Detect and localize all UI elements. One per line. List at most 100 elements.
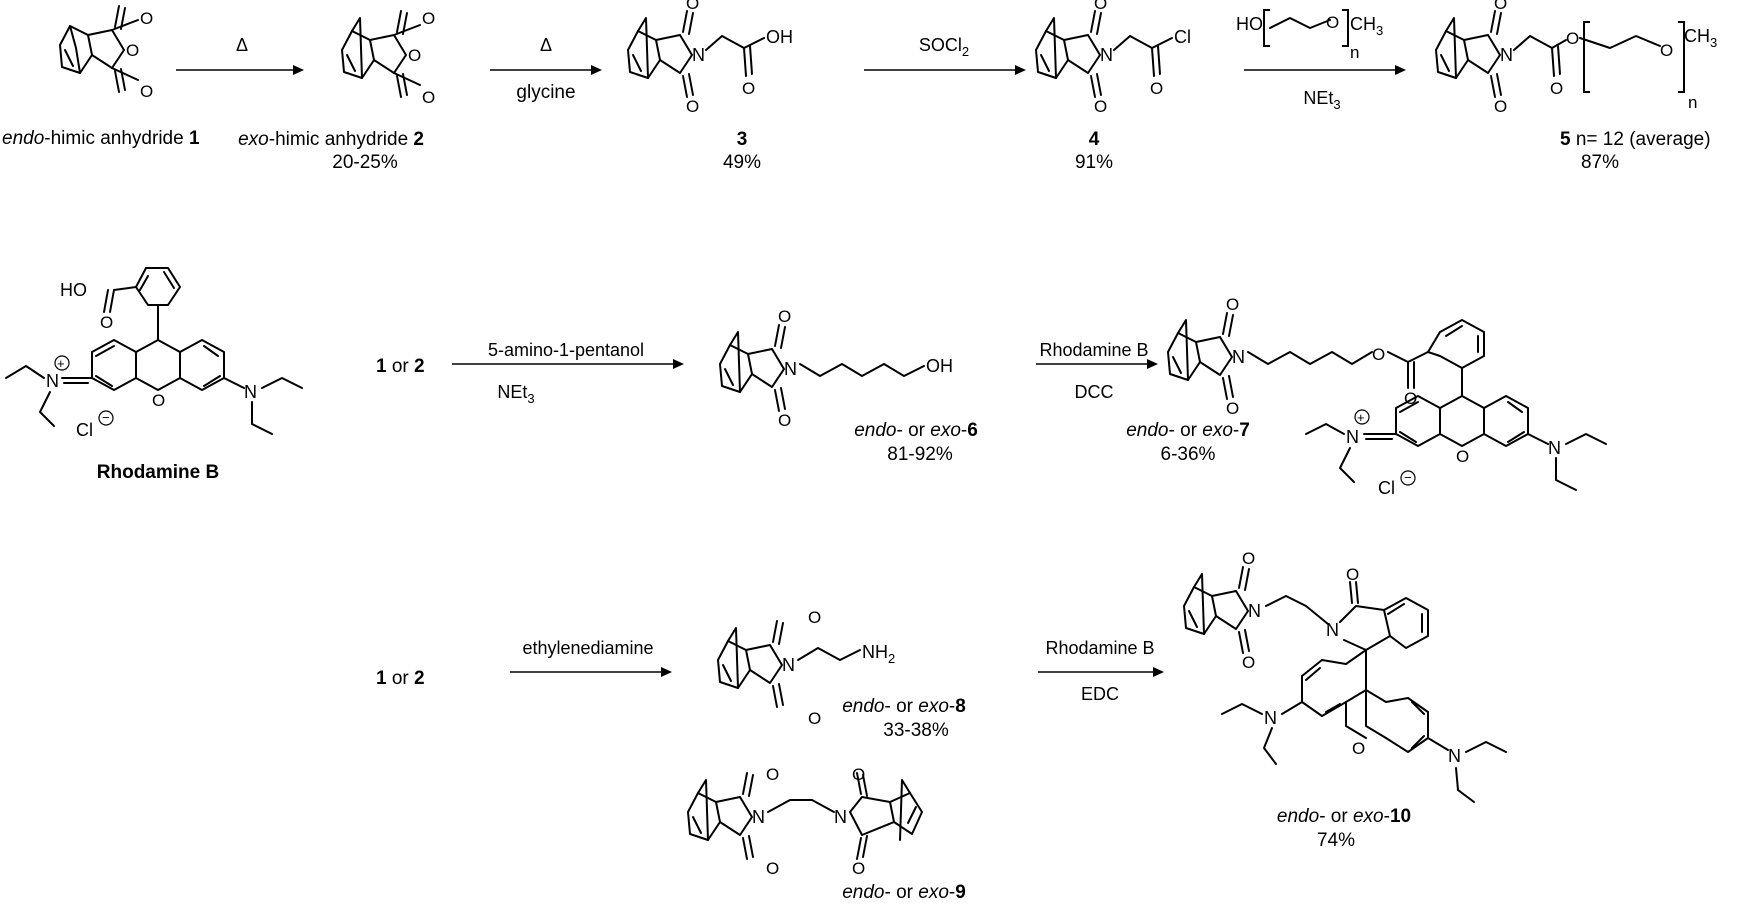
compound-10-diethylamino-nitrogen: N bbox=[1448, 746, 1461, 766]
compound-5-label: 5 n= 12 (average) bbox=[1560, 129, 1711, 150]
compound-3-oxygen-label: O bbox=[686, 0, 699, 13]
peg-reagent: HO O CH3 n bbox=[1236, 9, 1383, 62]
compound-10-label: endo- or exo-10 bbox=[1277, 806, 1411, 827]
arrow-7-condition: ethylenediamine bbox=[522, 638, 653, 658]
arrow-2-condition-below: glycine bbox=[516, 82, 575, 103]
arrow-4-condition-below: NEt3 bbox=[1303, 88, 1340, 112]
arrow-1-condition: Δ bbox=[236, 35, 248, 55]
compound-2-oxygen-label: O bbox=[422, 9, 435, 28]
compound-6-structure: N O O OH bbox=[719, 307, 953, 430]
compound-5-ether-oxygen: O bbox=[1660, 41, 1673, 60]
compound-6-nitrogen-label: N bbox=[784, 359, 797, 379]
compound-7-nitrogen: N bbox=[1548, 438, 1561, 458]
row2-starting-materials: 1 or 2 bbox=[376, 356, 425, 377]
compound-3-label: 3 bbox=[737, 129, 748, 150]
compound-2-structure: O O O bbox=[341, 9, 435, 107]
arrow-3-condition: SOCl2 bbox=[919, 35, 969, 59]
compound-3-oxygen-label: O bbox=[742, 79, 755, 98]
compound-5-repeat-n: n bbox=[1688, 93, 1697, 112]
compound-2-oxygen-label: O bbox=[408, 46, 421, 65]
rhodamine-b-label: Rhodamine B bbox=[97, 462, 219, 483]
reaction-arrow-5: 5-amino-1-pentanol NEt3 bbox=[452, 340, 684, 406]
compound-4-structure: N O O O Cl bbox=[1035, 0, 1191, 116]
arrow-2-condition-above: Δ bbox=[540, 35, 552, 55]
compound-8-label: endo- or exo-8 bbox=[842, 696, 966, 717]
compound-9-oxygen-label: O bbox=[852, 765, 865, 784]
compound-2-yield: 20-25% bbox=[332, 152, 398, 173]
compound-7-plus-charge: + bbox=[1357, 410, 1365, 425]
arrow-5-condition-below: NEt3 bbox=[497, 382, 534, 406]
compound-10-nitrogen: N bbox=[1248, 601, 1261, 621]
compound-3-hydroxyl-label: OH bbox=[766, 27, 793, 47]
compound-4-chloro-label: Cl bbox=[1174, 27, 1191, 47]
rhodamine-b-nitrogen-plus: N bbox=[46, 371, 59, 391]
compound-10-ring-oxygen: O bbox=[1352, 739, 1365, 758]
compound-9-nitrogen-label: N bbox=[752, 807, 765, 827]
compound-9-oxygen-label: O bbox=[766, 859, 779, 878]
arrow-5-condition-above: 5-amino-1-pentanol bbox=[488, 340, 644, 360]
peg-reagent-oxygen: O bbox=[1326, 13, 1339, 32]
compound-7-nitrogen-label: N bbox=[1232, 347, 1245, 367]
reaction-arrow-3: SOCl2 bbox=[864, 35, 1026, 75]
compound-9-label: endo- or exo-9 bbox=[842, 882, 966, 903]
compound-9-oxygen-label: O bbox=[852, 859, 865, 878]
compound-6-label: endo- or exo-6 bbox=[854, 420, 978, 441]
compound-10-oxygen-label: O bbox=[1242, 653, 1255, 672]
compound-1-oxygen-label: O bbox=[126, 41, 139, 60]
compound-6-hydroxyl: OH bbox=[926, 356, 953, 376]
reaction-arrow-4: HO O CH3 n NEt3 bbox=[1236, 9, 1406, 112]
compound-8-nitrogen-label: N bbox=[782, 655, 795, 675]
rhodamine-b-plus-charge: + bbox=[57, 356, 65, 371]
compound-4-nitrogen-label: N bbox=[1100, 45, 1113, 65]
compound-5-oxygen-label: O bbox=[1550, 79, 1563, 98]
compound-8-oxygen-label: O bbox=[808, 709, 821, 728]
peg-reagent-methyl: CH3 bbox=[1350, 14, 1383, 38]
compound-7-oxygen-label: O bbox=[1226, 399, 1239, 418]
compound-5-methyl: CH3 bbox=[1684, 26, 1717, 50]
peg-reagent-repeat-n: n bbox=[1350, 43, 1359, 62]
compound-3-nitrogen-label: N bbox=[692, 45, 705, 65]
compound-6-oxygen-label: O bbox=[778, 411, 791, 430]
rhodamine-b-chloride: Cl bbox=[76, 420, 93, 440]
compound-5-yield: 87% bbox=[1581, 152, 1619, 173]
compound-7-structure: N O O O O O N + Cl − N bbox=[1167, 295, 1607, 498]
compound-7-ring-oxygen: O bbox=[1456, 447, 1469, 466]
compound-1-oxygen-label: O bbox=[140, 9, 153, 28]
reaction-arrow-8: Rhodamine B EDC bbox=[1038, 638, 1164, 704]
rhodamine-b-minus-charge: − bbox=[102, 410, 110, 425]
arrow-8-condition-below: EDC bbox=[1081, 684, 1119, 704]
compound-4-yield: 91% bbox=[1075, 152, 1113, 173]
compound-10-yield: 74% bbox=[1317, 830, 1355, 851]
compound-7-nitrogen-plus: N bbox=[1346, 427, 1359, 447]
compound-1-oxygen-label: O bbox=[140, 82, 153, 101]
compound-4-oxygen-label: O bbox=[1150, 79, 1163, 98]
compound-7-ester-oxygen: O bbox=[1372, 345, 1385, 364]
arrow-6-condition-above: Rhodamine B bbox=[1039, 340, 1148, 360]
compound-7-chloride: Cl bbox=[1378, 478, 1395, 498]
compound-6-yield: 81-92% bbox=[887, 444, 953, 465]
compound-7-minus-charge: − bbox=[1404, 470, 1412, 485]
rhodamine-b-nitrogen: N bbox=[244, 382, 257, 402]
compound-4-oxygen-label: O bbox=[1094, 97, 1107, 116]
compound-5-oxygen-label: O bbox=[1494, 97, 1507, 116]
compound-7-label: endo- or exo-7 bbox=[1126, 420, 1250, 441]
compound-2-oxygen-label: O bbox=[422, 88, 435, 107]
rhodamine-b-structure: O HO O N + Cl − N bbox=[5, 267, 303, 440]
compound-3-structure: N O O O OH bbox=[627, 0, 793, 116]
compound-10-diethylamino-nitrogen: N bbox=[1264, 708, 1277, 728]
arrow-8-condition-above: Rhodamine B bbox=[1045, 638, 1154, 658]
reaction-arrow-2: Δ glycine bbox=[490, 35, 602, 103]
rhodamine-b-oxygen: O bbox=[100, 313, 113, 332]
compound-4-oxygen-label: O bbox=[1094, 0, 1107, 13]
compound-7-oxygen-label: O bbox=[1226, 295, 1239, 314]
compound-1-structure: O O O bbox=[59, 5, 153, 101]
compound-4-label: 4 bbox=[1089, 129, 1100, 150]
compound-10-lactam-nitrogen: N bbox=[1326, 620, 1339, 640]
compound-3-oxygen-label: O bbox=[686, 97, 699, 116]
reaction-arrow-7: ethylenediamine bbox=[510, 638, 672, 677]
compound-5-oxygen-label: O bbox=[1494, 0, 1507, 13]
reaction-arrow-1: Δ bbox=[176, 35, 304, 75]
compound-7-yield: 6-36% bbox=[1161, 444, 1216, 465]
rhodamine-b-ring-oxygen: O bbox=[152, 391, 165, 410]
